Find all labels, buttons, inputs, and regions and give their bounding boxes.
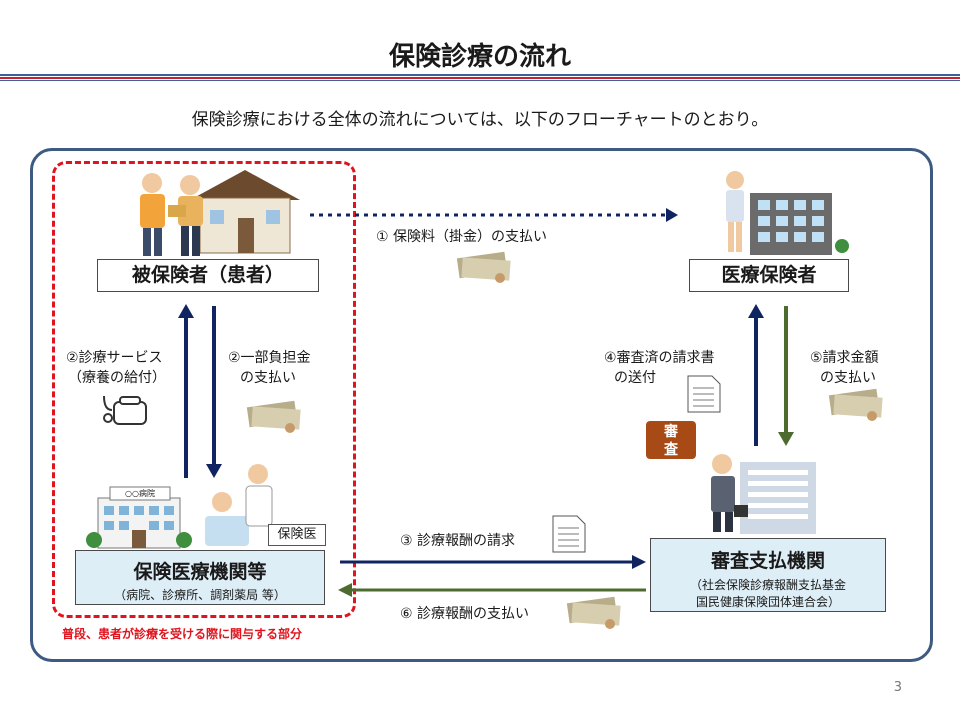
page-title: 保険診療の流れ — [388, 42, 571, 72]
flow-2b-label-line2: の支払い — [240, 370, 296, 386]
flow-2a-label-line1: ②診療サービス — [66, 350, 163, 366]
flow-5-label-line1: ⑤請求金額 — [810, 350, 879, 366]
node-insured-label: 被保険者（患者） — [131, 264, 284, 286]
node-review-sub2: 国民健康保険団体連合会） — [695, 595, 840, 609]
money-icon-2 — [246, 400, 301, 433]
document-icon-2 — [552, 515, 586, 553]
flow-1-label: ① 保険料（掛金）の支払い — [376, 229, 548, 245]
subtitle: 保険診療における全体の流れについては、以下のフローチャートのとおり。 — [191, 110, 769, 130]
node-review-label: 審査支払機関 — [710, 550, 825, 572]
document-icon-1 — [687, 375, 721, 413]
doctor-tag: 保険医 — [268, 524, 326, 546]
stethoscope-icon — [103, 395, 147, 425]
title-rule-blue-2 — [0, 80, 960, 81]
patient-area-boundary — [52, 161, 356, 618]
flow-4-label-line1: ④審査済の請求書 — [604, 350, 715, 366]
hospital-illustration — [86, 486, 192, 549]
node-insured: 被保険者（患者） — [97, 259, 319, 292]
review-badge-char-2: 査 — [664, 442, 678, 458]
flow-2a-label-line2: （療養の給付） — [68, 370, 166, 386]
review-building-illustration — [711, 454, 816, 534]
node-insurer-label: 医療保険者 — [721, 264, 817, 286]
patient-area-caption: 普段、患者が診療を受ける際に関与する部分 — [62, 627, 303, 641]
node-medical-sub: （病院、診療所、調剤薬局 等） — [114, 588, 286, 602]
page-number: 3 — [893, 680, 902, 695]
money-icon-4 — [566, 596, 621, 629]
node-review: 審査支払機関 （社会保険診療報酬支払基金 国民健康保険団体連合会） — [650, 538, 886, 612]
flow-2b-label-line1: ②一部負担金 — [228, 350, 311, 366]
flow-3-label: ③ 診療報酬の請求 — [400, 533, 516, 549]
title-rule-red — [0, 77, 960, 79]
money-icon-1 — [456, 251, 511, 283]
diagram-frame — [30, 148, 933, 662]
review-badge: 審 査 — [646, 421, 696, 459]
title-rule-blue — [0, 74, 960, 76]
money-icon-3 — [828, 388, 883, 421]
node-medical-label: 保険医療機関等 — [133, 561, 267, 583]
insurer-building-illustration — [726, 171, 849, 255]
patients-house-illustration — [140, 170, 300, 256]
flow-6-label: ⑥ 診療報酬の支払い — [400, 606, 530, 622]
doctor-patient-illustration — [205, 464, 273, 546]
hospital-sign: ○○病院 — [125, 489, 155, 498]
node-review-sub1: （社会保険診療報酬支払基金 — [689, 578, 846, 592]
review-badge-char-1: 審 — [664, 424, 678, 440]
node-medical: 保険医療機関等 （病院、診療所、調剤薬局 等） — [75, 550, 325, 605]
flow-5-label-line2: の支払い — [820, 370, 876, 386]
flow-4-label-line2: の送付 — [614, 370, 656, 386]
node-insurer: 医療保険者 — [689, 259, 849, 292]
